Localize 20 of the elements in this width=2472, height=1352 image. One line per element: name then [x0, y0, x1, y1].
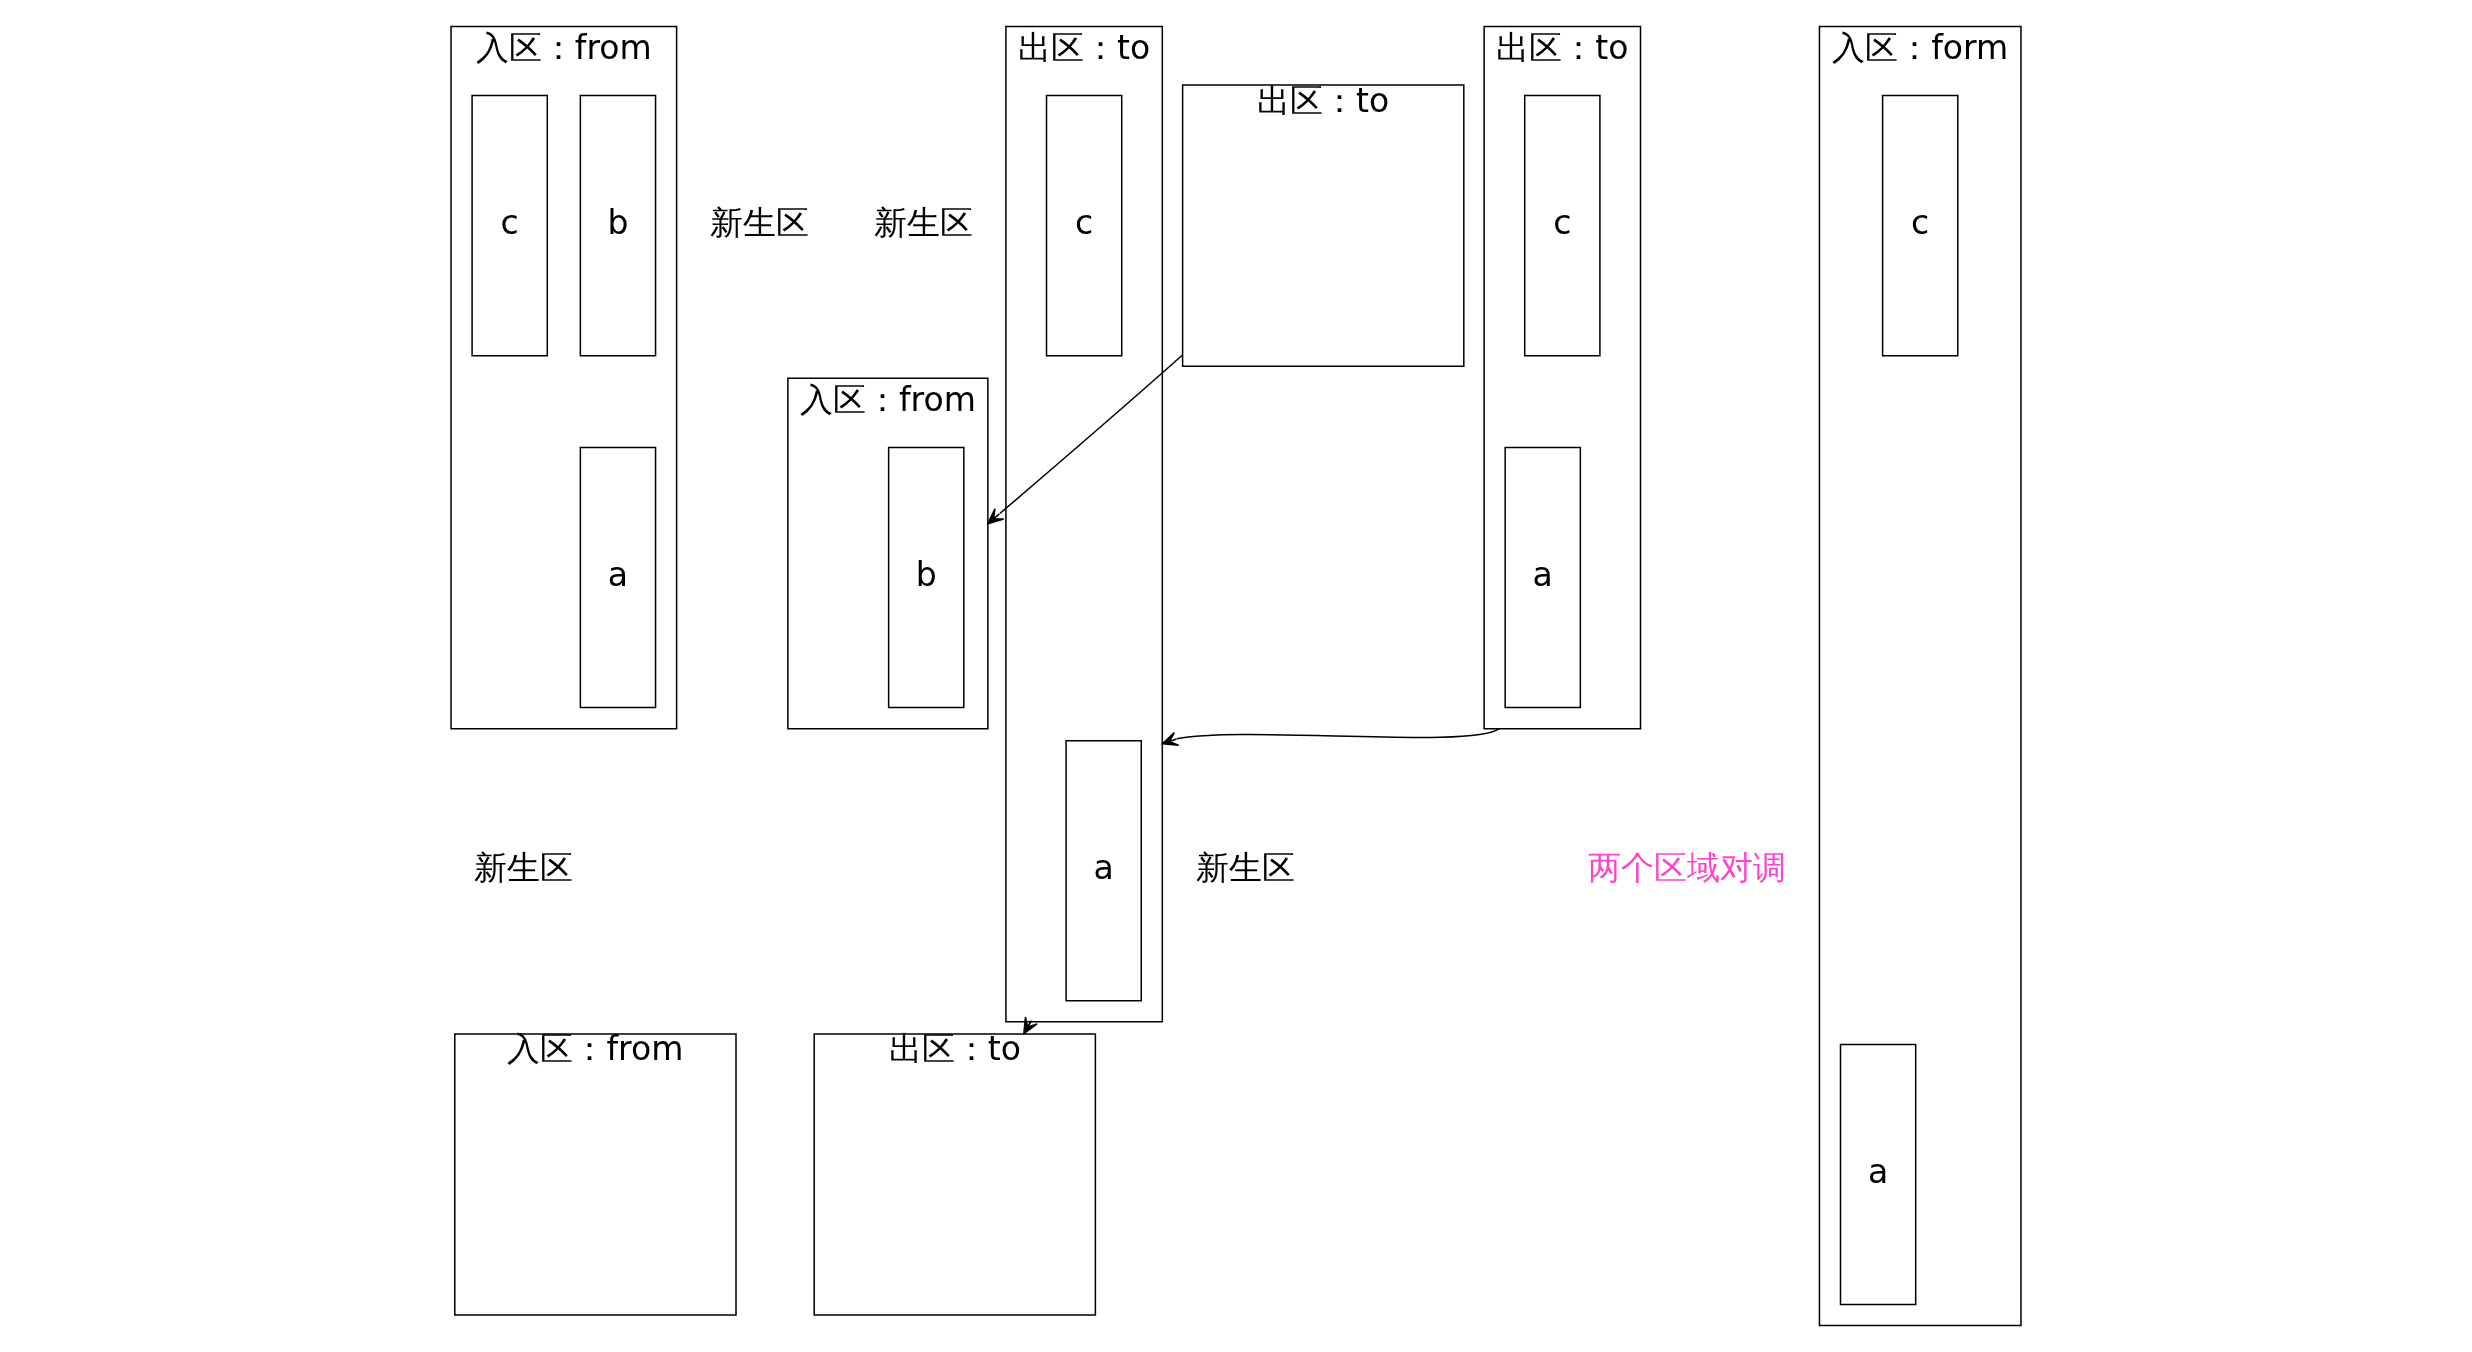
label: 两个区域对调 — [1588, 848, 1787, 888]
node-box: b — [579, 94, 657, 357]
arrow — [1161, 727, 1500, 747]
node-box: b — [887, 446, 965, 709]
arrow — [987, 354, 1184, 525]
node-box: a — [1504, 446, 1582, 709]
node-box: 出区：to — [1181, 84, 1465, 367]
label: 新生区 — [709, 203, 809, 243]
node-box: a — [1065, 739, 1142, 1002]
node-box: 出区：to — [813, 1033, 1097, 1316]
node-box: c — [1881, 94, 1959, 357]
node-box: 入区：from — [454, 1033, 737, 1316]
node-box: c — [1045, 94, 1123, 357]
node-box: a — [579, 446, 657, 709]
label: 新生区 — [1195, 848, 1295, 888]
label: 新生区 — [473, 848, 573, 888]
node-box: c — [1523, 94, 1601, 357]
label: 新生区 — [873, 203, 973, 243]
node-box: c — [471, 94, 549, 357]
node-box: a — [1839, 1043, 1917, 1306]
